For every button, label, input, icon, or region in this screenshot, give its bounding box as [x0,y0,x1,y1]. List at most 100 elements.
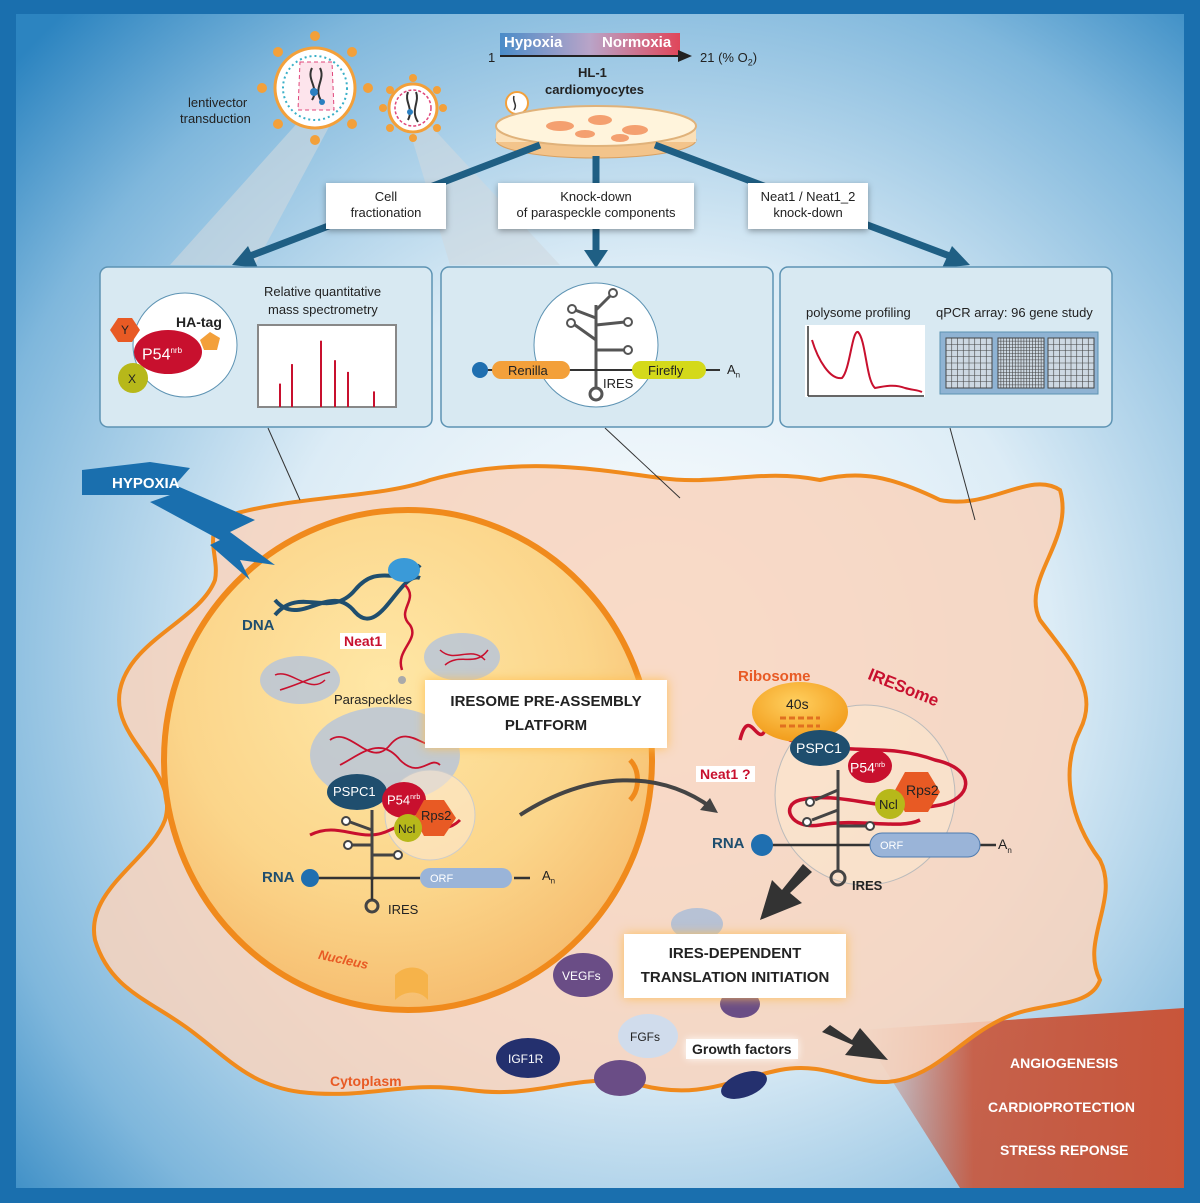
y-protein-shape [110,318,140,342]
neat1-question-label: Neat1 ? [696,766,755,782]
firefly-label: Firefly [648,363,684,378]
ms-title-line1: Relative quantitative [264,284,382,299]
rps2-cytoplasm-shape [894,772,940,812]
orf-nucleus-label: ORF [430,873,454,885]
igf1r-blob [496,1038,560,1078]
ncl-nucleus-label: Ncl [398,822,416,836]
renilla-shape [492,361,570,379]
blob-navy-bottom [721,1071,767,1099]
lentivector-label-line2: transduction [180,111,251,126]
ms-spectrum-peaks [279,340,375,407]
arrow-to-translation [760,864,812,920]
oxygen-min-label: 1 [488,50,496,65]
cap-icon [472,362,488,378]
orf-nucleus-shape [420,868,512,888]
orf-cytoplasm-shape [869,832,981,858]
vegfs-blob [553,953,613,997]
paraspeckle-right-rna [439,649,489,666]
firefly-shape [632,361,706,379]
ncl-cytoplasm-shape [875,789,905,819]
link-line-left [267,427,301,501]
link-line-middle [604,427,681,499]
ha-tag-shape [200,332,220,350]
outcome-angiogenesis: ANGIOGENESIS [1010,1055,1119,1071]
rna-cap-nucleus-icon [301,869,319,887]
beam-left [170,120,330,265]
p54-nucleus-shape [382,782,426,818]
rna-cytoplasm-label: RNA [712,835,745,852]
rna-cap-cytoplasm-icon [751,834,773,856]
hypoxia-bolt [82,462,275,580]
ires-structure-cytoplasm [811,770,866,887]
ires-loops-middle [566,288,633,355]
lentivirus-large-spikes [257,31,373,145]
p54-left-label: P54nrb [142,346,183,364]
lentivirus-small-spikes [379,74,447,142]
pspc1-cytoplasm-label: PSPC1 [796,740,842,756]
ires-middle-label: IRES [603,376,634,391]
nuclear-pore-bottom [395,967,428,1000]
lentivector-label-line1: lentivector [188,95,248,110]
ires-structure-middle [574,294,626,402]
fgfs-label: FGFs [630,1030,660,1044]
qpcr-label: qPCR array: 96 gene study [936,305,1093,320]
method-arrowheads [232,246,970,268]
p54-left-shape [134,330,202,374]
orf-cytoplasm-label: ORF [880,840,904,852]
cells-label-line1: HL-1 [578,65,607,80]
lentivirus-large-icon [273,46,357,130]
rps2-nucleus-shape [414,800,456,836]
hypoxia-label: Hypoxia [504,34,563,51]
igf1r-label: IGF1R [508,1052,544,1066]
outcome-stress-response: STRESS REPONSE [1000,1142,1129,1158]
p54-nucleus-label: P54nrb [387,792,421,808]
paraspeckle-right [424,633,500,681]
blob-top [671,908,723,940]
export-arrow [518,778,714,817]
ha-tag-label: HA-tag [176,314,222,330]
x-protein-shape [118,363,148,393]
ms-spectrum-frame [257,324,397,408]
ribosome-pattern [780,716,820,728]
y-label: Y [121,323,130,337]
neat1-label: Neat1 [340,633,387,649]
blob-purple-bottom [594,1060,646,1096]
renilla-label: Renilla [508,363,548,378]
x-label: X [128,372,137,386]
p54-cytoplasm-label: P54nrb [850,759,886,776]
outcome-cardioprotection: CARDIOPROTECTION [988,1099,1135,1115]
dna-helix-icon [273,558,422,684]
ribosome-40s-shape [752,682,848,742]
ires-loops-nucleus [341,816,403,860]
rps2-cytoplasm-label: Rps2 [906,782,939,798]
cells-label-line2: cardiomyocytes [545,82,644,97]
growth-factors-label: Growth factors [686,1039,798,1059]
hypoxia-bolt-label: HYPOXIA [112,475,180,492]
polysome-label: polysome profiling [806,305,911,320]
s40-label: 40s [786,696,809,712]
pspc1-nucleus-shape [327,774,387,810]
arrow-to-outcomes [822,1025,888,1060]
ribosome-label: Ribosome [738,668,811,685]
link-line-right [949,427,976,521]
ncl-nucleus-shape [394,814,422,842]
p54-cytoplasm-shape [848,749,892,783]
export-arrowhead [700,798,718,813]
ires-loops-cytoplasm [802,797,875,831]
beam-middle [408,125,560,265]
lentivirus-tiny-icon [505,91,529,115]
an-cytoplasm-label: An [998,836,1012,855]
polysome-curve [811,330,923,393]
pspc1-nucleus-label: PSPC1 [333,784,376,799]
paraspeckle-left-rna [274,671,331,691]
ires-nucleus-label: IRES [388,902,419,917]
ncl-cytoplasm-label: Ncl [879,797,898,812]
oxygen-max-label: 21 (% O2) [700,50,758,68]
an-middle-label: An [727,362,741,380]
